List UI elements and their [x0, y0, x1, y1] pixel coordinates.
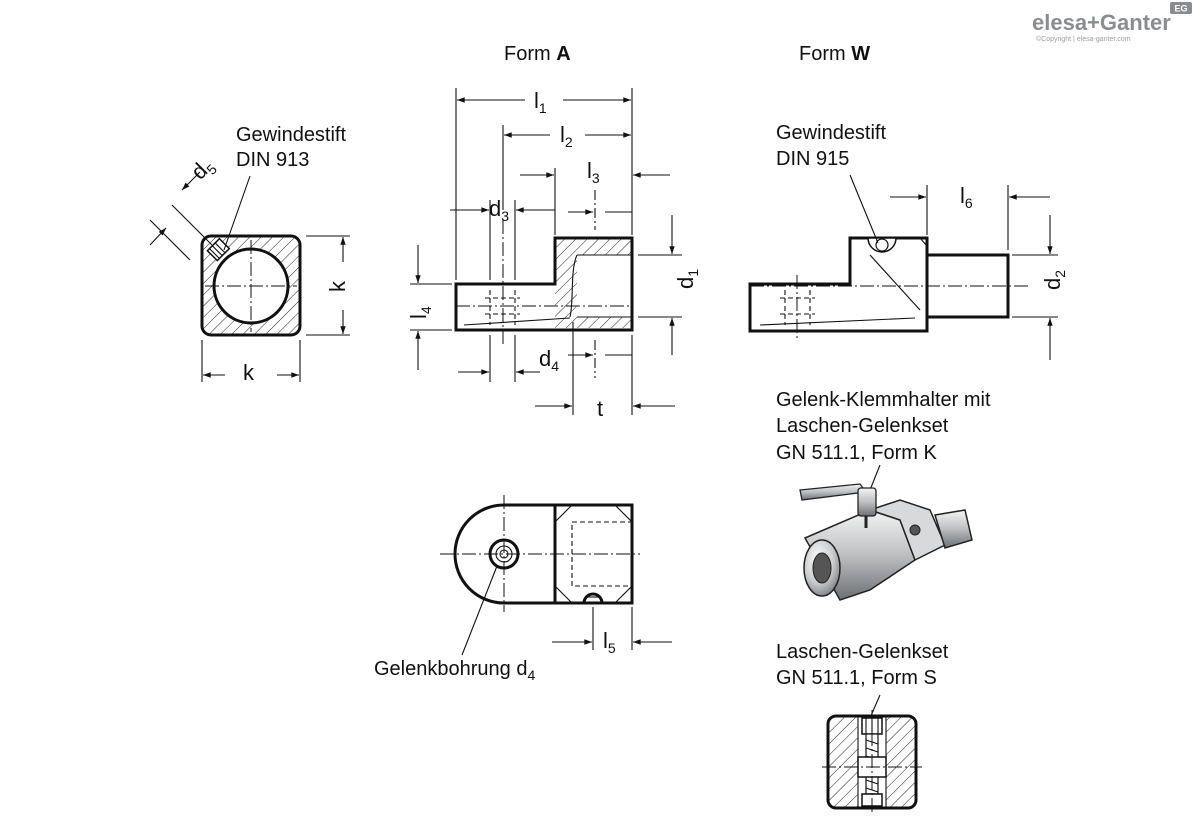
- label-kit-k-line3: GN 511.1, Form K: [776, 442, 937, 464]
- dim-d3: d3: [489, 196, 509, 224]
- brand-logo: elesa+Ganter EG ©Copyright | elesa-gante…: [1032, 2, 1192, 43]
- heading-form-a: Form A: [504, 43, 571, 65]
- square-section-view: [149, 171, 350, 382]
- dim-k-bottom: k: [243, 360, 255, 385]
- label-kit-k-line2: Laschen-Gelenkset: [776, 415, 949, 437]
- label-setscrew-a-line1: Gewindestift: [236, 124, 346, 146]
- dim-k-side: k: [325, 280, 350, 292]
- dim-l5: l5: [603, 628, 616, 656]
- dim-d1: d1: [673, 269, 701, 289]
- dim-l4: l4: [406, 306, 434, 319]
- form-a-front-view: [410, 88, 682, 415]
- dim-l3: l3: [587, 158, 600, 186]
- svg-text:©Copyright | elesa-ganter.com: ©Copyright | elesa-ganter.com: [1036, 35, 1131, 43]
- svg-text:EG: EG: [1174, 4, 1187, 14]
- label-setscrew-w-line1: Gewindestift: [776, 122, 886, 144]
- dim-d2: d2: [1040, 270, 1068, 290]
- dim-l6: l6: [960, 183, 973, 211]
- dim-l1: l1: [534, 88, 547, 116]
- label-kit-s-line1: Laschen-Gelenkset: [776, 641, 949, 663]
- dim-l2: l2: [560, 122, 573, 150]
- label-bore: Gelenkbohrung d4: [374, 658, 535, 683]
- joint-kit-section-view: [822, 710, 922, 812]
- leader-setscrew-a: [223, 175, 251, 251]
- label-kit-k-line1: Gelenk-Klemmhalter mit: [776, 389, 991, 411]
- dim-d4: d4: [539, 346, 559, 374]
- dim-t: t: [597, 396, 603, 421]
- label-setscrew-w-line2: DIN 915: [776, 148, 849, 170]
- clamp-holder-product-image: [799, 483, 973, 601]
- form-a-top-view: [440, 495, 672, 656]
- svg-text:elesa+Ganter: elesa+Ganter: [1032, 10, 1171, 35]
- form-w-front-view: [748, 174, 1058, 360]
- heading-form-w: Form W: [799, 43, 870, 65]
- label-kit-s-line2: GN 511.1, Form S: [776, 667, 937, 689]
- label-setscrew-a-line2: DIN 913: [236, 149, 309, 171]
